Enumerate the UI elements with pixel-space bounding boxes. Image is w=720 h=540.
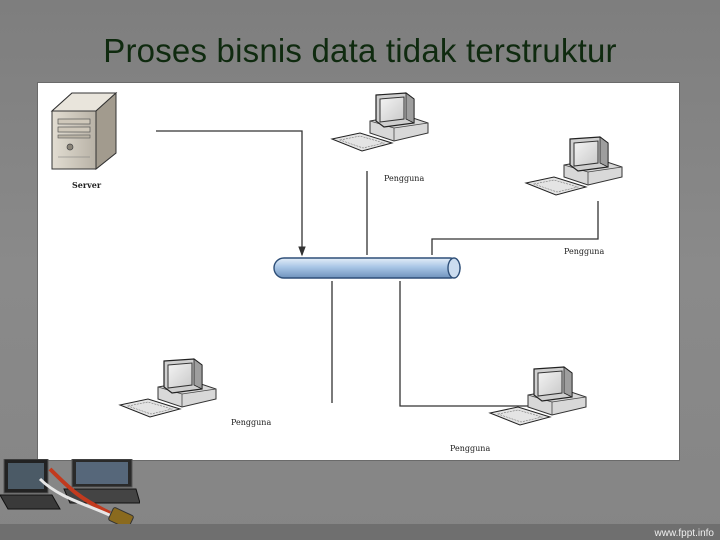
- client-label-bottom: Pengguna: [450, 444, 490, 453]
- client-label-right: Pengguna: [564, 247, 604, 256]
- server-link: [156, 131, 302, 255]
- diagram-canvas: [38, 83, 679, 460]
- workstation-icon-left: [120, 359, 216, 417]
- workstation-icon-top: [332, 93, 428, 151]
- network-bus: [274, 258, 460, 278]
- client-label-top: Pengguna: [384, 174, 424, 183]
- laptop-cable-decoration: [0, 459, 140, 531]
- server-icon: [52, 93, 116, 169]
- workstation-icon-bottom: [490, 367, 586, 425]
- client-label-left: Pengguna: [231, 418, 271, 427]
- network-diagram: Server Pengguna Pengguna Pengguna Penggu…: [37, 82, 680, 461]
- client-link-bottom: [400, 281, 532, 406]
- footer-url: www.fppt.info: [655, 528, 714, 539]
- slide-title: Proses bisnis data tidak terstruktur: [0, 32, 720, 70]
- footer-bar: [0, 524, 720, 540]
- server-label: Server: [72, 180, 101, 190]
- workstation-icon-right: [526, 137, 622, 195]
